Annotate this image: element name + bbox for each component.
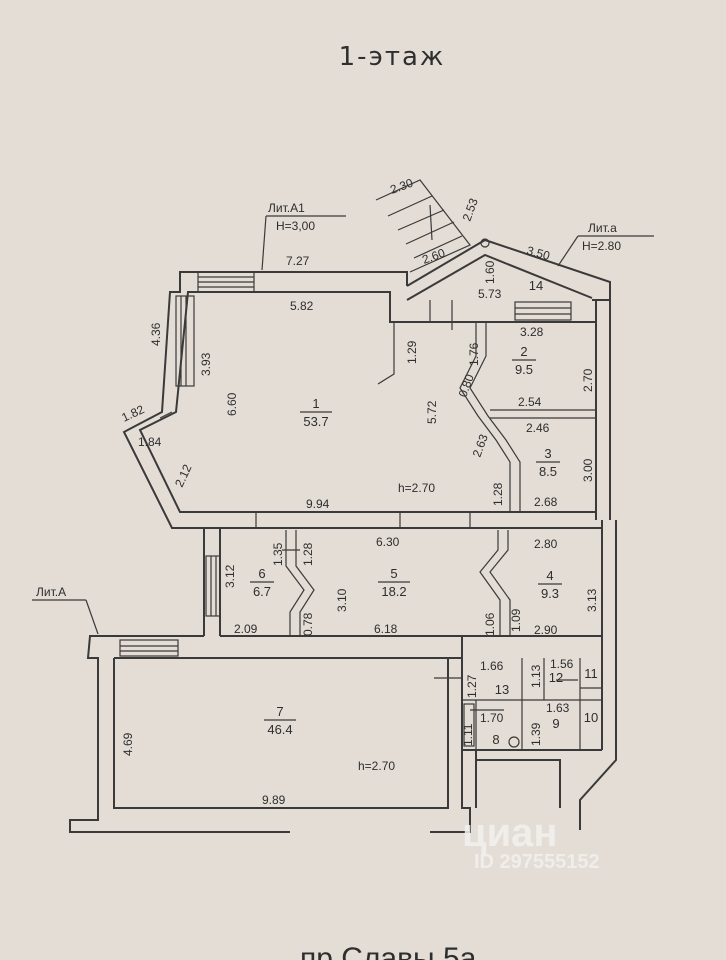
dim-5-82: 5.82 <box>290 299 314 313</box>
liter-a1-name: Лит.А1 <box>268 201 305 215</box>
room-3-area: 8.5 <box>539 464 557 479</box>
dim-6-60: 6.60 <box>225 392 239 416</box>
liter-a-small-name: Лит.а <box>588 221 617 235</box>
room-labels: 1 53.7 2 9.5 3 8.5 4 9.3 5 18.2 6 6.7 7 … <box>250 278 598 747</box>
room-4-area: 9.3 <box>541 586 559 601</box>
dim-1-28b: 1.28 <box>301 542 315 566</box>
dim-4-69: 4.69 <box>121 732 135 756</box>
floor-title: 1-этаж <box>339 42 446 72</box>
dim-2-70: 2.70 <box>581 368 595 392</box>
room-3-number: 3 <box>544 446 551 461</box>
dim-1-28a: 1.28 <box>491 482 505 506</box>
dim-1-66: 1.66 <box>480 659 504 673</box>
dim-1-13: 1.13 <box>529 664 543 688</box>
dim-1-27: 1.27 <box>465 674 479 698</box>
room-1-number: 1 <box>312 396 319 411</box>
room-9-number: 9 <box>552 716 559 731</box>
dim-2-80: 2.80 <box>534 537 558 551</box>
room-7-number: 7 <box>276 704 283 719</box>
dim-1-06: 1.06 <box>483 612 497 636</box>
dim-1-09: 1.09 <box>509 608 523 632</box>
dimension-labels: 7.27 5.82 4.36 3.93 6.60 1.82 1.84 2.12 … <box>119 176 599 807</box>
dim-9-94: 9.94 <box>306 497 330 511</box>
room-10-number: 10 <box>584 710 598 725</box>
dim-1-76: 1.76 <box>467 342 481 366</box>
room-5-area: 18.2 <box>381 584 406 599</box>
dim-3-13: 3.13 <box>585 588 599 612</box>
room-7-area: 46.4 <box>267 722 292 737</box>
room-6-area: 6.7 <box>253 584 271 599</box>
liter-a-name: Лит.А <box>36 585 66 599</box>
room-5-number: 5 <box>390 566 397 581</box>
dim-7-27: 7.27 <box>286 254 310 268</box>
room-6-number: 6 <box>258 566 265 581</box>
room-1-area: 53.7 <box>303 414 328 429</box>
dim-5-73: 5.73 <box>478 287 502 301</box>
dim-3-50: 3.50 <box>525 243 551 263</box>
dim-2-54: 2.54 <box>518 395 542 409</box>
dim-1-84: 1.84 <box>138 435 162 449</box>
liter-labels: Лит.А1 Н=3,00 Лит.а Н=2.80 Лит.А <box>32 201 654 635</box>
dim-6-30: 6.30 <box>376 535 400 549</box>
room-2-number: 2 <box>520 344 527 359</box>
dim-2-30: 2.30 <box>388 176 415 197</box>
address-text: пр.Славы 5а <box>300 942 477 960</box>
dim-2-46: 2.46 <box>526 421 550 435</box>
cian-watermark: циан ID 297555152 <box>462 811 600 873</box>
dim-1-63: 1.63 <box>546 701 570 715</box>
dim-9-89: 9.89 <box>262 793 286 807</box>
room-8-number: 8 <box>492 732 499 747</box>
dim-1-11: 1.11 <box>461 723 475 746</box>
ceiling-heights: h=2.70 h=2.70 <box>358 481 435 773</box>
interior-partitions <box>119 179 602 750</box>
dim-1-29: 1.29 <box>405 340 419 364</box>
dim-0-78: 0.78 <box>301 612 315 636</box>
watermark-id: ID 297555152 <box>474 851 600 873</box>
room-11-number: 11 <box>584 666 598 681</box>
room-4-number: 4 <box>546 568 553 583</box>
room-13-number: 13 <box>495 682 509 697</box>
room-12-number: 12 <box>549 670 563 685</box>
dim-1-60: 1.60 <box>483 260 497 284</box>
dim-3-28: 3.28 <box>520 325 544 339</box>
outer-walls <box>69 238 617 833</box>
dim-2-90: 2.90 <box>534 623 558 637</box>
dim-3-00: 3.00 <box>581 458 595 482</box>
dim-2-68: 2.68 <box>534 495 558 509</box>
dim-5-72: 5.72 <box>425 400 439 424</box>
height-upper: h=2.70 <box>398 481 435 495</box>
dim-0-80: 0.80 <box>456 372 477 399</box>
liter-a-small-height: Н=2.80 <box>582 239 621 253</box>
dim-6-18: 6.18 <box>374 622 398 636</box>
dim-2-09: 2.09 <box>234 622 258 636</box>
dim-3-12: 3.12 <box>223 564 237 588</box>
liter-a1-height: Н=3,00 <box>276 219 315 233</box>
watermark-brand: циан <box>462 811 558 855</box>
dim-4-36: 4.36 <box>149 322 163 346</box>
dim-2-63: 2.63 <box>470 432 491 459</box>
height-lower: h=2.70 <box>358 759 395 773</box>
room-14-number: 14 <box>529 278 543 293</box>
room-2-area: 9.5 <box>515 362 533 377</box>
dim-2-53: 2.53 <box>460 196 481 223</box>
dim-1-35: 1.35 <box>271 542 285 566</box>
dim-1-56: 1.56 <box>550 657 574 671</box>
dim-2-12: 2.12 <box>172 462 195 489</box>
dim-1-70: 1.70 <box>480 711 504 725</box>
dim-3-93: 3.93 <box>199 352 213 376</box>
dim-3-10: 3.10 <box>335 588 349 612</box>
dim-1-39: 1.39 <box>529 722 543 746</box>
